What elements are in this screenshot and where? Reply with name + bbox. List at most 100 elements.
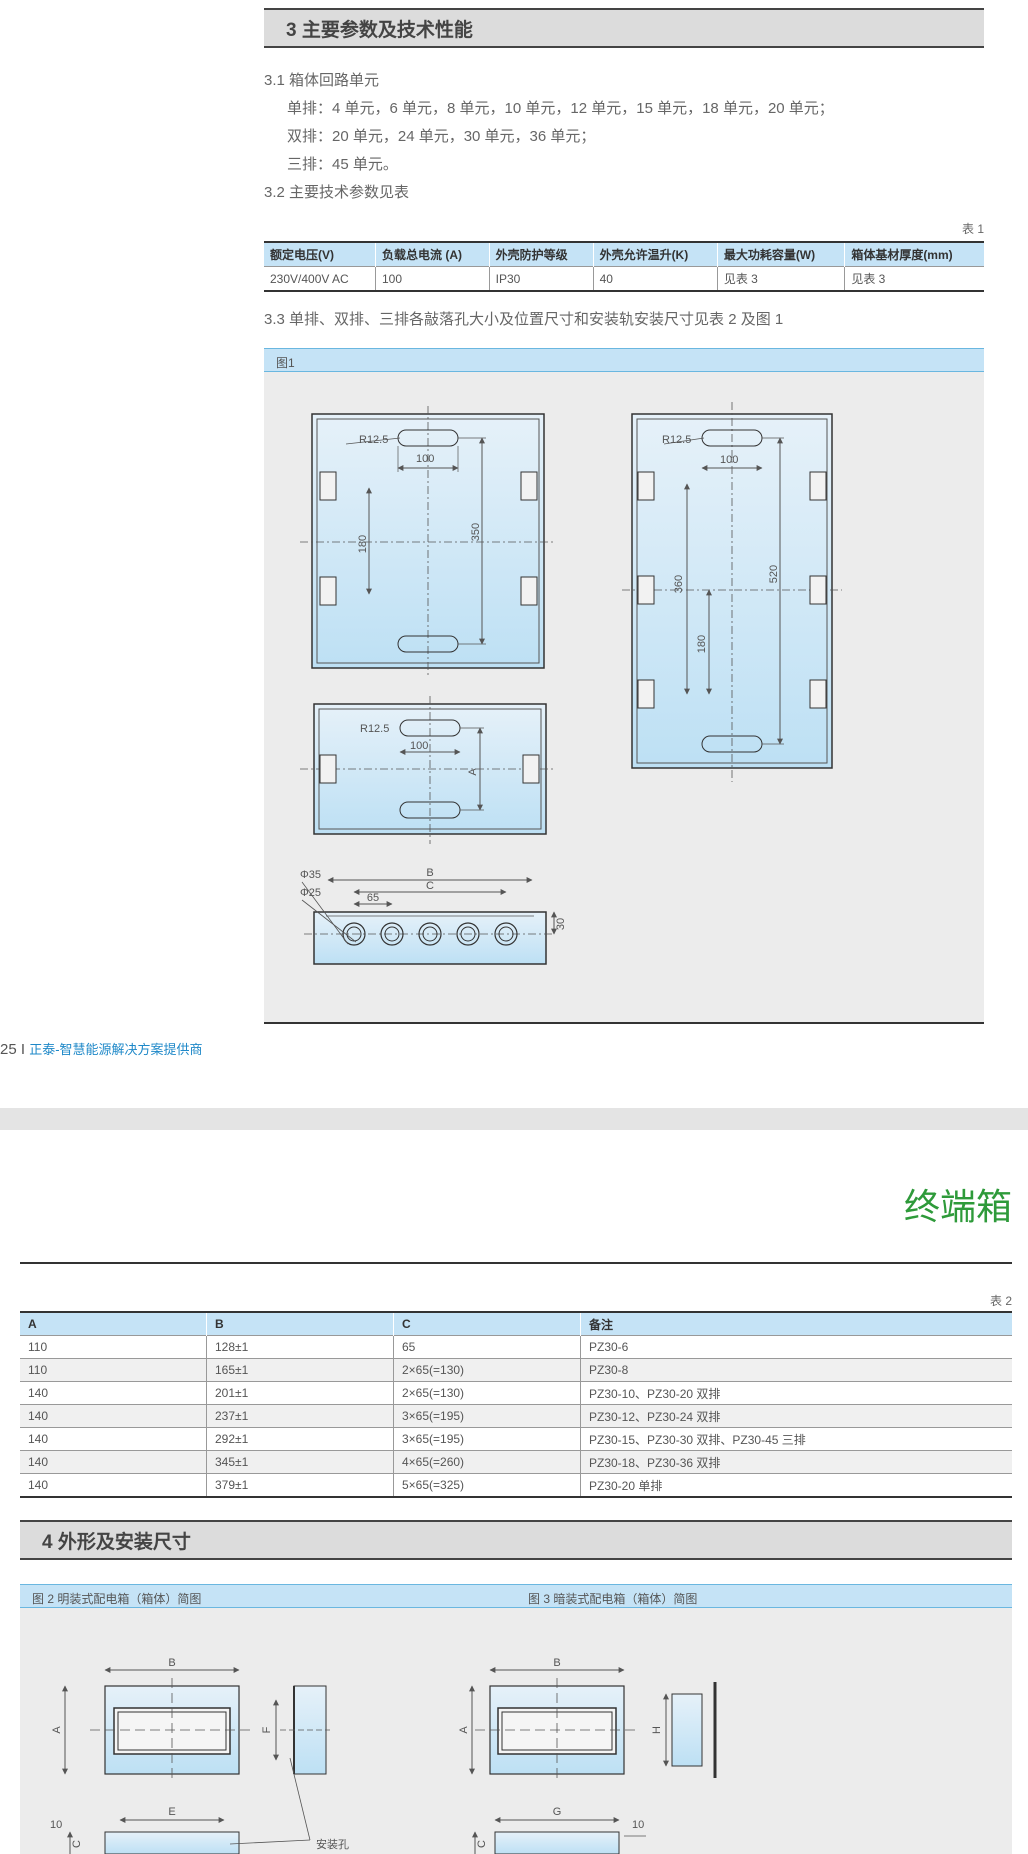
table1-label: 表 1 [961, 222, 984, 236]
table2-cell: PZ30-20 单排 [580, 1473, 1012, 1497]
table2-label: 表 2 [989, 1294, 1012, 1308]
dim-180: 180 [696, 635, 708, 653]
table2-cell: 165±1 [206, 1358, 394, 1382]
dim-100: 100 [416, 453, 434, 465]
table2-header: C [393, 1312, 581, 1336]
table2-cell: 3×65(=195) [393, 1404, 581, 1428]
table2-cell: 2×65(=130) [393, 1358, 581, 1382]
para-3-3: 3.3 单排、双排、三排各敲落孔大小及位置尺寸和安装轨安装尺寸见表 2 及图 1 [264, 311, 784, 328]
para-3-2: 3.2 主要技术参数见表 [264, 184, 410, 201]
table2-cell: 140 [20, 1450, 207, 1474]
table1-cell: IP30 [488, 266, 594, 291]
table1-header: 最大功耗容量(W) [716, 242, 845, 267]
table2-cell: PZ30-6 [580, 1335, 1012, 1359]
dim-phi35: Φ35 [300, 869, 321, 881]
table2-cell: PZ30-12、PZ30-24 双排 [580, 1404, 1012, 1428]
dim-a: A [458, 1726, 470, 1734]
fig2-drawing: B A F E 10 C 安装孔 [50, 1657, 349, 1854]
table-row: 110 128±1 65 PZ30-6 [20, 1335, 1012, 1359]
dim-f: F [261, 1726, 273, 1733]
right-page-title: 终端箱 [903, 1186, 1012, 1227]
para-triple-row: 三排：45 单元。 [287, 156, 398, 173]
table-row: 140 237±1 3×65(=195) PZ30-12、PZ30-24 双排 [20, 1404, 1012, 1428]
table-row: 140 379±1 5×65(=325) PZ30-20 单排 [20, 1473, 1012, 1497]
table2-cell: PZ30-18、PZ30-36 双排 [580, 1450, 1012, 1474]
table1-cell: 见表 3 [716, 266, 845, 291]
table-row: 140 201±1 2×65(=130) PZ30-10、PZ30-20 双排 [20, 1381, 1012, 1405]
section3-title: 3 主要参数及技术性能 [286, 19, 473, 41]
table2-cell: PZ30-10、PZ30-20 双排 [580, 1381, 1012, 1405]
page-divider [0, 1108, 1028, 1130]
table2-cell: 140 [28, 1386, 49, 1400]
dim-a: A [51, 1726, 63, 1734]
section3-heading: 3 主要参数及技术性能 [264, 8, 984, 48]
dim-c: C [476, 1840, 488, 1848]
dim-b: B [553, 1657, 560, 1669]
dim-a: A [467, 768, 479, 776]
dim-180: 180 [357, 535, 369, 553]
dim-65: 65 [367, 892, 379, 904]
table-row: 110 165±1 2×65(=130) PZ30-8 [20, 1358, 1012, 1382]
box-small-drawing: R12.5 100 A [300, 696, 554, 844]
dim-30: 30 [555, 918, 567, 930]
dim-b: B [168, 1657, 175, 1669]
footer-brand: 正泰-智慧能源解决方案提供商 [29, 1042, 203, 1057]
table1-cell: 见表 3 [844, 266, 984, 291]
table1-header: 外壳防护等级 [488, 242, 594, 267]
table1-cell: 230V/400V AC [270, 271, 349, 286]
table2-cell: 65 [393, 1335, 581, 1359]
dim-100: 100 [410, 740, 428, 752]
table1: 额定电压(V) 负载总电流 (A) 外壳防护等级 外壳允许温升(K) 最大功耗容… [264, 241, 984, 292]
table2-cell: 201±1 [206, 1381, 394, 1405]
para-double-row: 双排：20 单元，24 单元，30 单元，36 单元； [287, 128, 596, 145]
page-number: 25 I 正泰-智慧能源解决方案提供商 [0, 1039, 203, 1058]
table1-header-row: 额定电压(V) 负载总电流 (A) 外壳防护等级 外壳允许温升(K) 最大功耗容… [264, 242, 984, 267]
table2-header: A [20, 1312, 207, 1336]
section4-heading: 4 外形及安装尺寸 [20, 1520, 1012, 1560]
fig3-label: 图 3 暗装式配电箱（箱体）简图 [528, 1592, 698, 1606]
para-single-row: 单排：4 单元，6 单元，8 单元，10 单元，12 单元，15 单元，18 单… [287, 100, 834, 117]
dim-phi25: Φ25 [300, 887, 321, 899]
table2-cell: PZ30-8 [580, 1358, 1012, 1382]
box-double-row-drawing: R12.5 100 360 180 520 [622, 402, 842, 782]
fig2-label: 图 2 明装式配电箱（箱体）简图 [32, 1592, 202, 1606]
dim-e: E [168, 1806, 175, 1818]
fig3-drawing: B A H G C 10 [458, 1657, 717, 1854]
table2: A B C 备注 110 128±1 65 PZ30-6 110 165±1 2… [20, 1311, 1012, 1498]
box-single-row-drawing: R12.5 100 180 350 [300, 406, 554, 676]
dim-c: C [426, 880, 434, 892]
table2-cell: 140 [28, 1478, 49, 1492]
table2-cell: 140 [28, 1432, 49, 1446]
table2-cell: 4×65(=260) [393, 1450, 581, 1474]
title-rule [20, 1262, 1012, 1264]
dim-10: 10 [632, 1819, 644, 1831]
dim-h: H [651, 1726, 663, 1734]
table1-cell: 100 [375, 266, 490, 291]
dim-100: 100 [720, 454, 738, 466]
table2-cell: 140 [20, 1404, 207, 1428]
figure1-drawing: R12.5 100 180 350 R12.5 100 360 180 520 [300, 402, 842, 965]
figure1-label: 图1 [276, 356, 295, 370]
box-knockout-drawing: Φ35 Φ25 B C 65 30 [300, 867, 567, 965]
dim-360: 360 [673, 575, 685, 593]
table2-cell: 3×65(=195) [393, 1427, 581, 1451]
table2-cell: 110 [28, 1340, 48, 1354]
table-row: 230V/400V AC 100 IP30 40 见表 3 见表 3 [264, 266, 984, 291]
footer-separator: I [20, 1041, 26, 1058]
dim-r125: R12.5 [662, 434, 691, 446]
figure23-header: 图 2 明装式配电箱（箱体）简图 图 3 暗装式配电箱（箱体）简图 [20, 1584, 1012, 1608]
table2-header: B [206, 1312, 394, 1336]
table2-cell: 292±1 [206, 1427, 394, 1451]
table2-cell: 110 [20, 1358, 207, 1382]
table1-cell: 40 [592, 266, 718, 291]
table2-cell: 5×65(=325) [393, 1473, 581, 1497]
table2-header-row: A B C 备注 [20, 1312, 1012, 1336]
para-3-1: 3.1 箱体回路单元 [264, 72, 380, 89]
table2-cell: 345±1 [206, 1450, 394, 1474]
mount-hole-label: 安装孔 [316, 1837, 349, 1851]
dim-10: 10 [50, 1819, 62, 1831]
table2-cell: 237±1 [206, 1404, 394, 1428]
dim-350: 350 [470, 523, 482, 541]
dim-b: B [426, 867, 433, 879]
table1-header: 箱体基材厚度(mm) [844, 242, 984, 267]
